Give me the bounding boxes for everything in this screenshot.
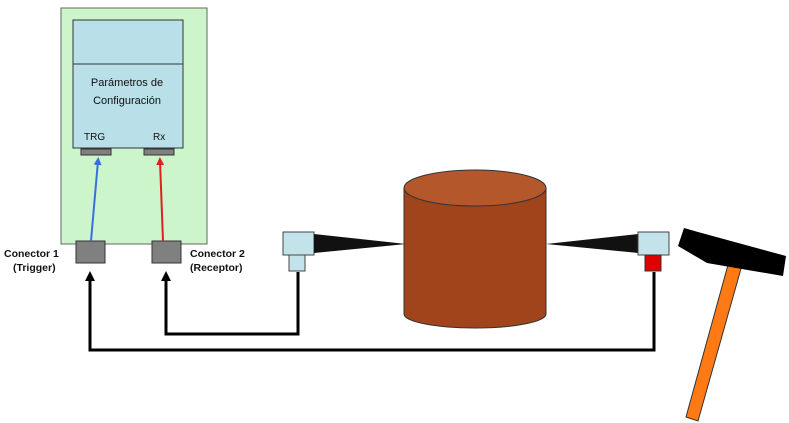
trigger-cable xyxy=(85,271,656,352)
port-trg-socket xyxy=(80,148,112,156)
config-label-line2: Configuración xyxy=(93,95,161,107)
receptor-sensor xyxy=(282,231,315,256)
port-rx-socket xyxy=(143,148,175,156)
connector-1-label-line2: (Trigger) xyxy=(13,262,56,274)
connector-2-label-line2: (Receptor) xyxy=(190,262,243,274)
hammer-head xyxy=(678,228,786,276)
connector-1-block xyxy=(75,240,106,264)
port-rx-label: Rx xyxy=(153,132,166,143)
receptor-probe-tip xyxy=(314,234,406,253)
specimen-cylinder-side xyxy=(403,187,547,329)
device-screen xyxy=(72,19,184,149)
port-trg-label: TRG xyxy=(84,132,106,143)
specimen-cylinder-top xyxy=(403,169,547,207)
connector-2-label-line1: Conector 2 xyxy=(190,248,245,260)
trigger-internal-arrow xyxy=(90,157,102,242)
config-label-line1: Parámetros de xyxy=(90,77,164,89)
trigger-sensor xyxy=(637,231,670,256)
hammer-handle xyxy=(685,253,745,422)
trigger-sensor-base xyxy=(644,254,662,272)
receptor-internal-arrow xyxy=(156,157,165,242)
trigger-probe-tip xyxy=(546,234,638,253)
connector-1-label-line1: Conector 1 xyxy=(4,248,59,260)
connector-2-block xyxy=(151,240,182,264)
receptor-cable xyxy=(161,271,300,336)
receptor-sensor-base xyxy=(288,254,306,272)
